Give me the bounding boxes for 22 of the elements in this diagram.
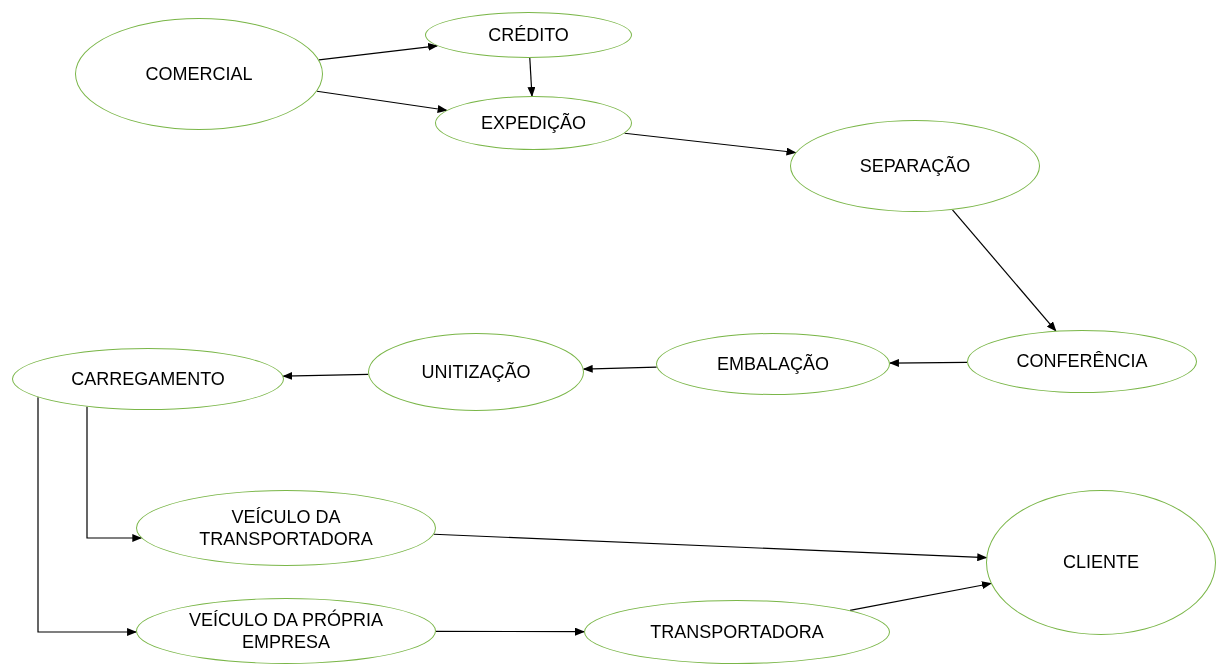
node-label: SEPARAÇÃO [859, 154, 971, 178]
node-label: UNITIZAÇÃO [421, 360, 531, 384]
arrow [582, 364, 658, 373]
arrow [849, 581, 992, 612]
node-label: COMERCIAL [145, 62, 253, 86]
node-label: VEÍCULO DA TRANSPORTADORA [198, 505, 374, 551]
arrow [888, 359, 968, 367]
arrow [624, 132, 797, 156]
node-label: EMBALAÇÃO [716, 352, 829, 376]
node-label: EXPEDIÇÃO [481, 111, 586, 135]
node-label: CRÉDITO [488, 23, 569, 47]
arrow [86, 406, 143, 542]
arrow [527, 57, 536, 97]
node-label: CARREGAMENTO [71, 367, 225, 391]
arrow [316, 90, 448, 113]
node-label: CLIENTE [1063, 551, 1139, 574]
node-label: CONFERÊNCIA [1016, 350, 1148, 373]
node-label: VEÍCULO DA PRÓPRIA EMPRESA [187, 608, 385, 654]
node-label: TRANSPORTADORA [650, 620, 824, 644]
arrow [435, 627, 585, 636]
arrow [37, 396, 138, 636]
arrow [282, 371, 369, 380]
